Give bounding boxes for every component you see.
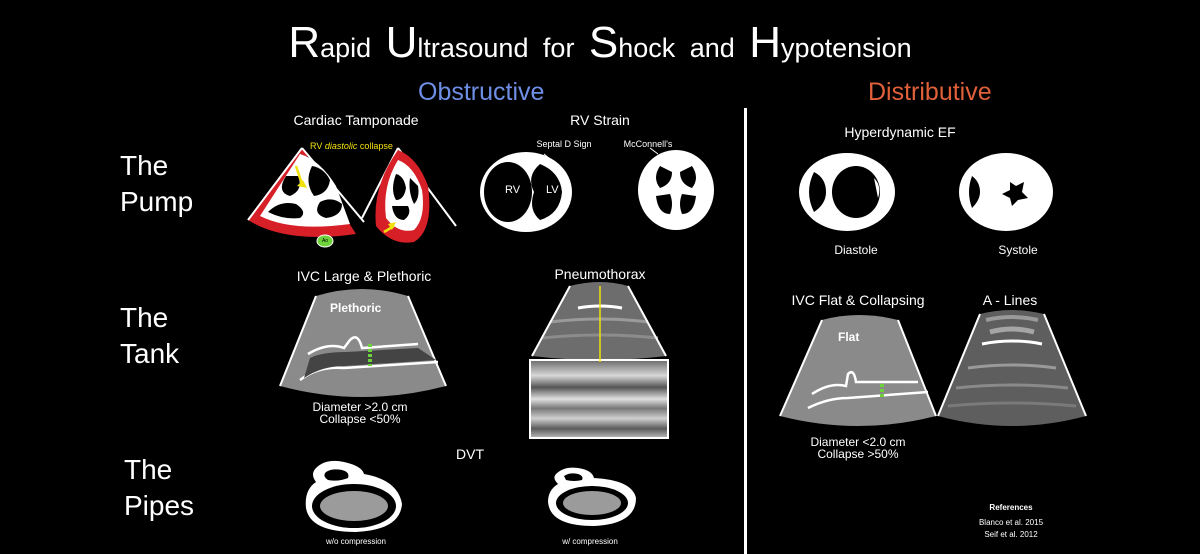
tamponade-title: Cardiac Tamponade — [293, 112, 419, 128]
rv-strain-title: RV Strain — [570, 112, 630, 128]
distributive-heading: Distributive — [868, 78, 992, 106]
mcconnell-diagram — [638, 147, 714, 230]
aorta-label: Ao — [321, 238, 329, 244]
tamponade-apical-view — [247, 147, 365, 237]
dvt-without-compression-diagram — [305, 460, 402, 532]
a-lines-title: A - Lines — [982, 292, 1038, 308]
pneumothorax-title: Pneumothorax — [554, 266, 646, 282]
with-compression-label: w/ compression — [562, 537, 618, 546]
mcconnell-label: McConnell's — [623, 139, 673, 149]
diastole-diagram — [799, 153, 895, 231]
flat-inner-label: Flat — [838, 330, 860, 344]
dvt-with-compression-diagram — [548, 467, 636, 526]
reference-item: Blanco et al. 2015 — [978, 518, 1044, 527]
septal-d-sign-label: Septal D Sign — [536, 139, 592, 149]
obstructive-heading: Obstructive — [418, 78, 545, 106]
aorta-icon — [316, 234, 334, 248]
plethoric-inner-label: Plethoric — [330, 301, 382, 315]
ivc-large-title: IVC Large & Plethoric — [296, 268, 432, 284]
ivc-flat-scan — [779, 315, 937, 426]
ivc-flat-title: IVC Flat & Collapsing — [791, 292, 925, 308]
page-title: Rapid Ultrasound for Shock and Hypotensi… — [0, 18, 1200, 68]
systole-diagram — [959, 153, 1053, 231]
title-word-4: Shock — [588, 18, 676, 67]
tamponade-annotation: RV diastolic collapse — [310, 141, 393, 151]
ivc-flat-criteria: Diameter <2.0 cm Collapse >50% — [810, 435, 906, 461]
lv-label: LV — [546, 184, 559, 196]
without-compression-label: w/o compression — [325, 537, 387, 546]
a-lines-scan — [937, 310, 1087, 426]
ivc-plethoric-scan — [279, 289, 447, 397]
reference-item: Seif et al. 2012 — [984, 530, 1038, 539]
section-divider — [744, 108, 747, 554]
title-word-3: for — [542, 33, 575, 63]
title-word-6: Hypotension — [749, 18, 912, 67]
rv-label: RV — [505, 184, 521, 196]
pneumothorax-scan — [529, 282, 669, 439]
diastole-label: Diastole — [834, 243, 878, 257]
title-word-1: Rapid — [288, 18, 372, 67]
tamponade-subcostal-view — [361, 147, 457, 243]
dvt-title: DVT — [456, 446, 484, 462]
title-word-5: and — [689, 33, 735, 63]
septal-d-sign-diagram — [480, 152, 572, 232]
title-word-2: Ultrasound — [385, 18, 529, 67]
hyperdynamic-title: Hyperdynamic EF — [844, 124, 956, 140]
ivc-large-criteria: Diameter >2.0 cm Collapse <50% — [312, 400, 408, 426]
systole-label: Systole — [998, 243, 1038, 257]
references-title: References — [989, 503, 1033, 512]
